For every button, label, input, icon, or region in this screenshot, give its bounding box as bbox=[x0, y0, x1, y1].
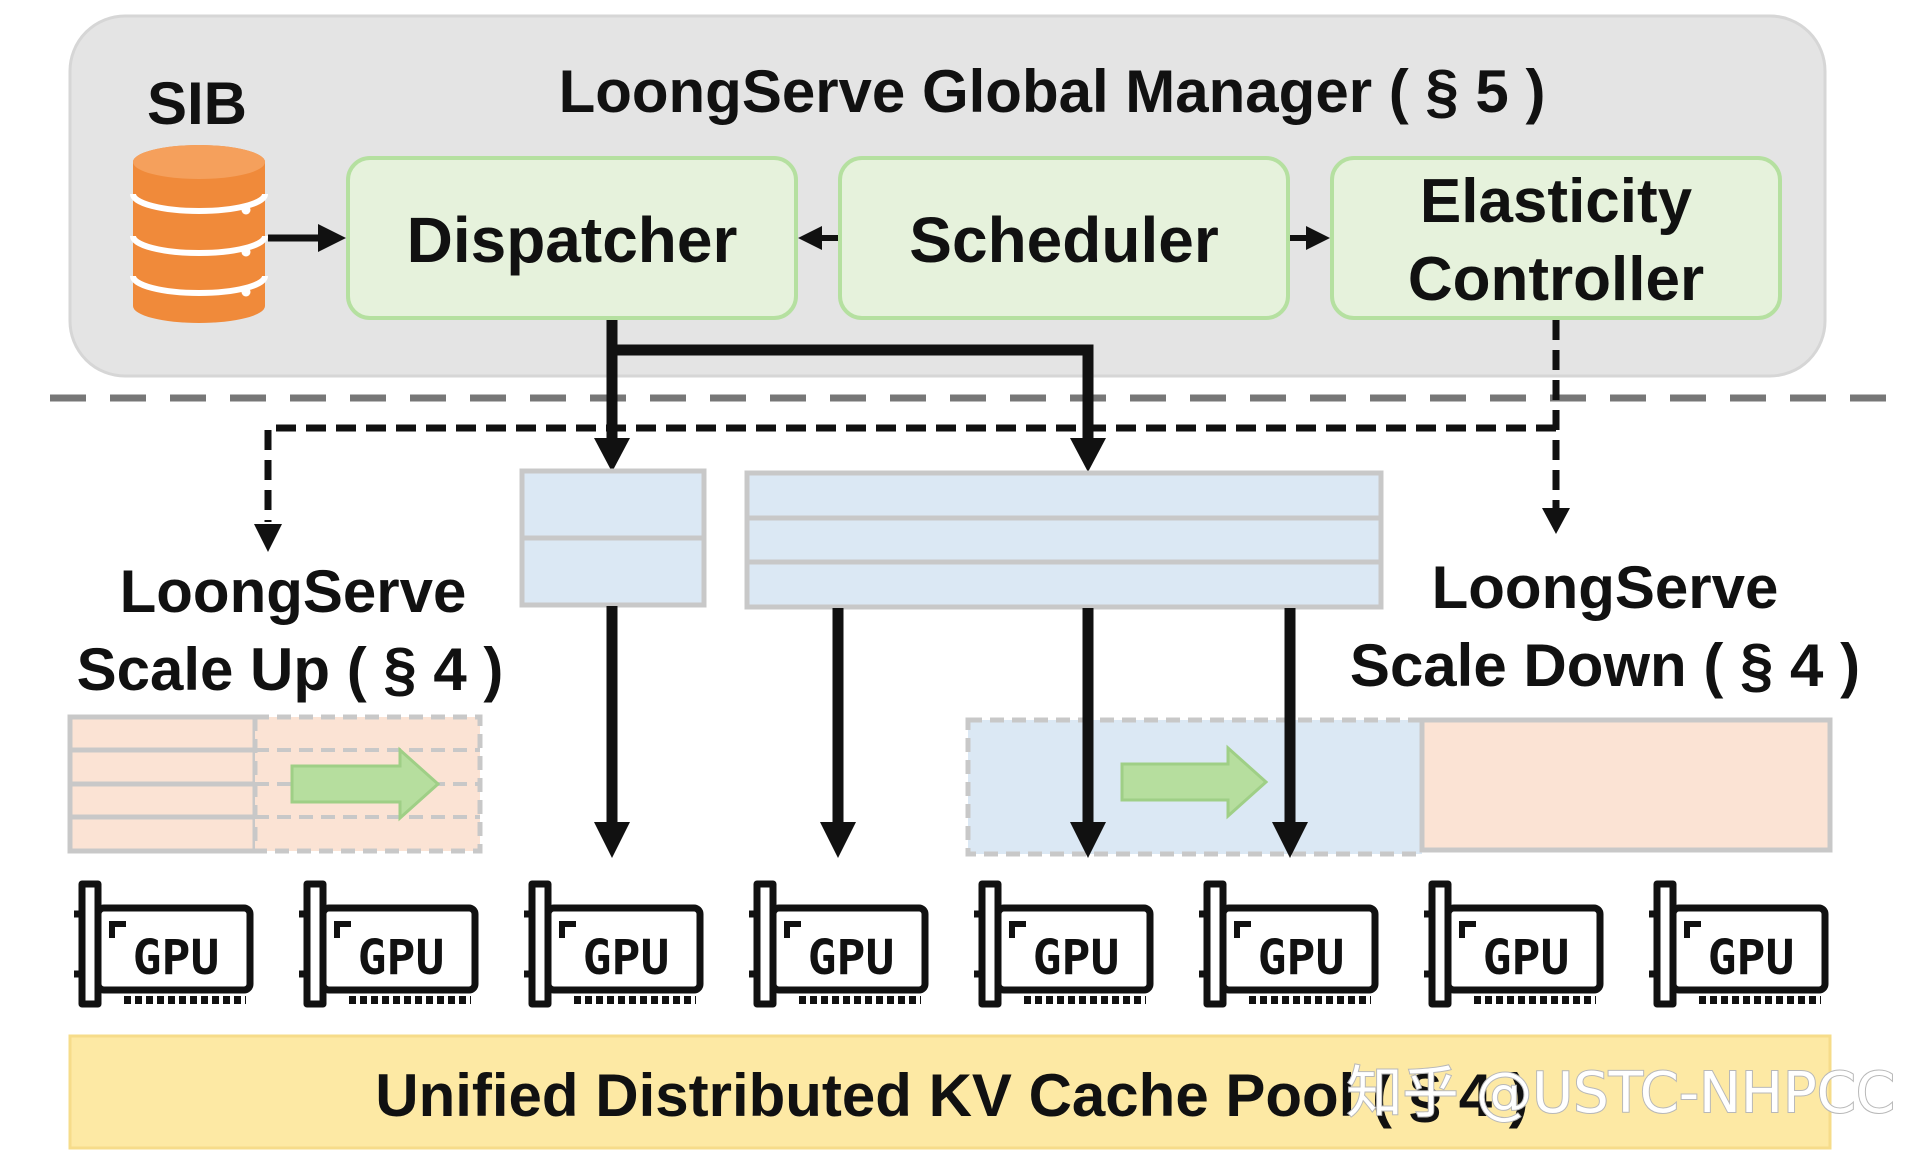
gpu-icon: GPU bbox=[1424, 880, 1604, 1008]
scale-up-label-line2: Scale Up ( § 4 ) bbox=[77, 636, 504, 703]
gpu-label: GPU bbox=[1483, 930, 1570, 986]
elasticity-control-arrows bbox=[254, 320, 1570, 552]
scale-down-label-line2: Scale Down ( § 4 ) bbox=[1350, 632, 1860, 699]
gpu-icon: GPU bbox=[974, 880, 1154, 1008]
gpu-icon: GPU bbox=[74, 880, 254, 1008]
elasticity-controller-box bbox=[1330, 156, 1782, 320]
scale-down-illustration bbox=[965, 717, 1833, 857]
scheduler-box bbox=[838, 156, 1290, 320]
gpu-icon: GPU bbox=[1199, 880, 1379, 1008]
gpu-label: GPU bbox=[133, 930, 220, 986]
database-icon bbox=[130, 145, 268, 323]
gpu-icon: GPU bbox=[749, 880, 929, 1008]
gpu-icon: GPU bbox=[1649, 880, 1829, 1008]
scale-up-label-line1: LoongServe bbox=[120, 558, 467, 625]
gpu-label: GPU bbox=[1708, 930, 1795, 986]
global-manager-title: LoongServe Global Manager ( § 5 ) bbox=[559, 58, 1546, 125]
gpu-label: GPU bbox=[583, 930, 670, 986]
dispatcher-label: Dispatcher bbox=[407, 204, 738, 276]
kv-cache-pool-box bbox=[68, 1034, 1832, 1150]
scheduler-to-dispatcher-arrow bbox=[798, 226, 838, 250]
gpu-label: GPU bbox=[1033, 930, 1120, 986]
elasticity-label-line2: Controller bbox=[1408, 245, 1704, 314]
request-group-large bbox=[744, 470, 1384, 610]
gpu-icon: GPU bbox=[524, 880, 704, 1008]
gpu-icon: GPU bbox=[299, 880, 479, 1008]
scheduler-to-elasticity-arrow bbox=[1290, 226, 1330, 250]
elasticity-label-line1: Elasticity bbox=[1420, 167, 1693, 236]
gpu-label: GPU bbox=[808, 930, 895, 986]
dispatcher-box bbox=[346, 156, 798, 320]
request-group-small bbox=[519, 468, 707, 608]
scale-up-illustration bbox=[67, 714, 483, 854]
kv-cache-pool-label: Unified Distributed KV Cache Pool ( § 4 … bbox=[375, 1062, 1528, 1129]
scheduler-label: Scheduler bbox=[909, 204, 1218, 276]
scale-down-arrow-icon bbox=[1120, 744, 1269, 820]
watermark-text: 知乎 @USTC-NHPCC bbox=[1346, 1061, 1895, 1126]
gpu-label: GPU bbox=[358, 930, 445, 986]
gpu-row: GPU GPU GPU GPU GPU GPU GPU GPU bbox=[74, 880, 1829, 1008]
dispatcher-routing-arrows bbox=[594, 320, 1106, 472]
sib-to-dispatcher-arrow bbox=[268, 224, 346, 252]
gpu-label: GPU bbox=[1258, 930, 1345, 986]
scale-up-arrow-icon bbox=[290, 746, 441, 822]
scale-down-label-line1: LoongServe bbox=[1432, 554, 1779, 621]
sib-label: SIB bbox=[147, 70, 247, 137]
request-to-gpu-arrows bbox=[594, 606, 1308, 858]
